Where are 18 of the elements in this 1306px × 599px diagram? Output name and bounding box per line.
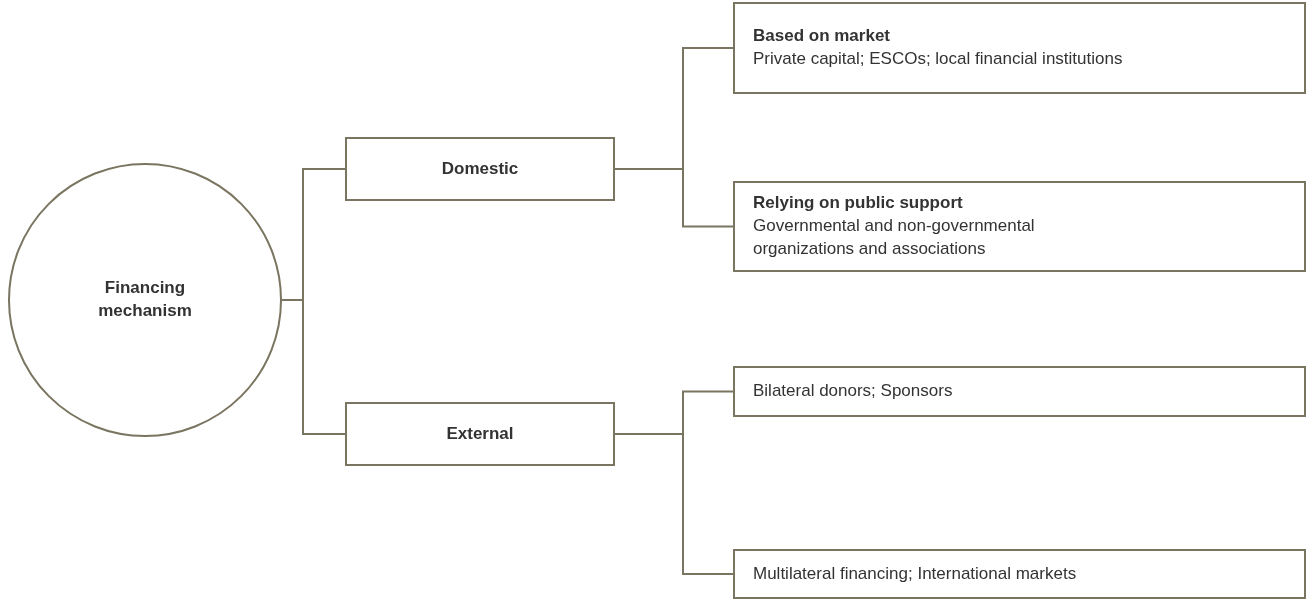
body-text: Private capital; ESCOs; local financial institutions [753, 48, 1123, 70]
source-box [733, 549, 1306, 599]
source-box [733, 366, 1306, 417]
heading-text: Based on market [753, 25, 890, 48]
title-text: Domestic [441, 157, 519, 180]
connector-line [614, 168, 734, 228]
source-box [733, 181, 1306, 272]
body-text: Bilateral donors; Sponsors [753, 380, 953, 403]
heading-text: Relying on public support [753, 192, 963, 215]
category-box [345, 402, 615, 466]
source-box [733, 2, 1306, 94]
connector-line [614, 433, 734, 575]
connector-line [281, 299, 346, 435]
category-box [345, 137, 615, 201]
title-text: Financing mechanism [97, 277, 193, 322]
body-text: Multilateral financing; International markets [753, 562, 1077, 585]
body-text: Governmental and non-governmental organizations and associations [753, 215, 1036, 260]
title-text: External [446, 422, 514, 445]
